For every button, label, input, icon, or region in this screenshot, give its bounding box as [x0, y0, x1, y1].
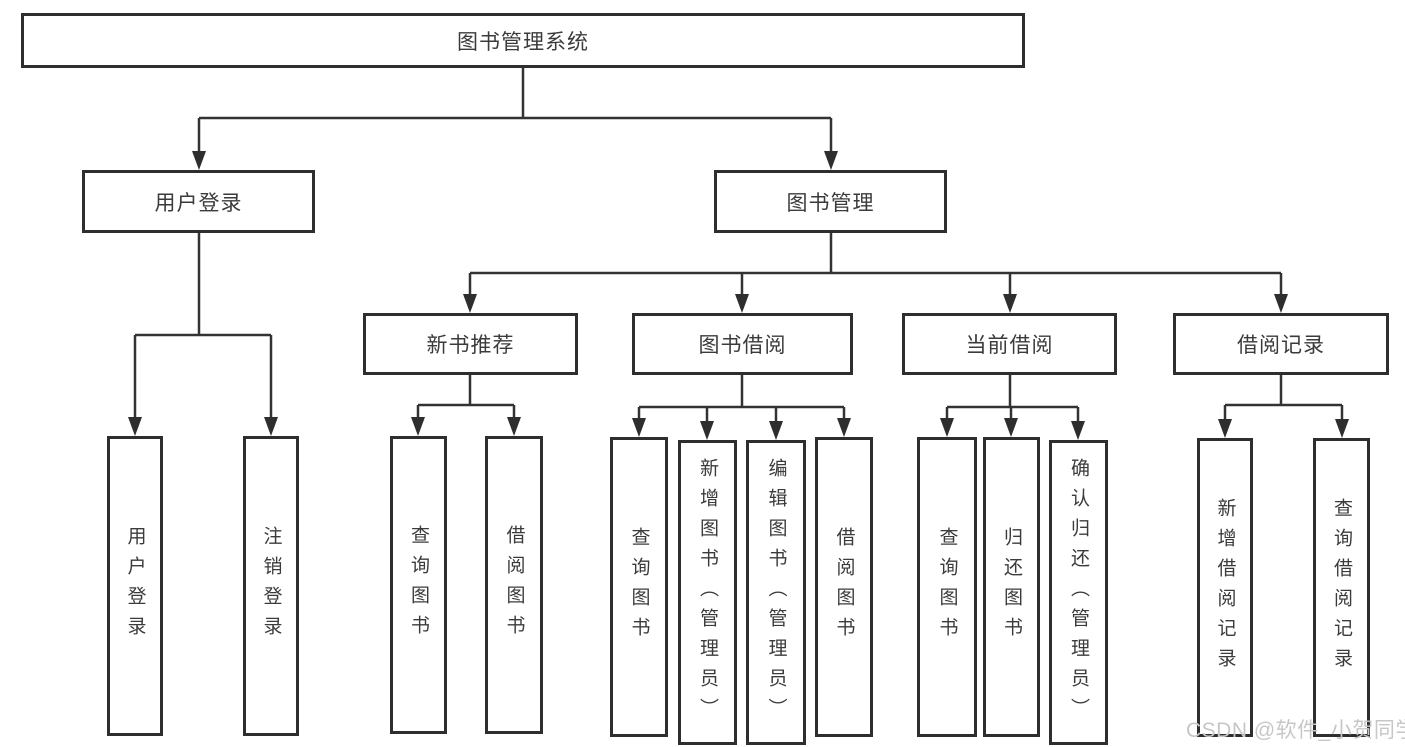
leaf-rec-add-record: 新增借阅记录: [1197, 438, 1253, 737]
connector-book-borrow-to-leaves: [637, 374, 846, 424]
connector-current-borrow-to-leaves: [945, 374, 1080, 424]
node-book-management-label: 图书管理: [786, 191, 875, 215]
node-root: 图书管理系统: [21, 13, 1025, 68]
leaf-cb-query-books-label: 查询图书: [936, 527, 958, 647]
arrow-down-icon: [1218, 419, 1232, 438]
leaf-nb-query-books-label: 查询图书: [408, 525, 429, 645]
node-book-management: 图书管理: [714, 170, 947, 233]
leaf-bb-add-books-admin-label: 新增图书（管理员）: [697, 457, 718, 728]
node-current-borrow: 当前借阅: [902, 313, 1117, 375]
arrow-down-icon: [1004, 418, 1018, 437]
arrow-down-icon: [192, 151, 206, 170]
arrow-down-icon: [264, 417, 278, 436]
leaf-rec-query-record: 查询借阅记录: [1313, 438, 1370, 737]
arrow-down-icon: [1003, 294, 1017, 313]
arrow-down-icon: [940, 418, 954, 437]
arrow-down-icon: [411, 417, 425, 436]
leaf-user-login-label: 用户登录: [124, 526, 146, 646]
arrow-down-icon: [837, 418, 851, 437]
node-borrow-records-label: 借阅记录: [1237, 334, 1325, 357]
node-book-borrow-label: 图书借阅: [698, 334, 787, 357]
arrow-down-icon: [1335, 419, 1349, 438]
node-current-borrow-label: 当前借阅: [965, 334, 1054, 357]
leaf-rec-query-record-label: 查询借阅记录: [1331, 497, 1352, 678]
arrow-down-icon: [735, 294, 749, 313]
connector-root-to-level2: [197, 66, 833, 154]
leaf-bb-edit-books-admin: 编辑图书（管理员）: [746, 440, 806, 745]
arrow-down-icon: [507, 417, 521, 436]
leaf-logout: 注销登录: [243, 436, 299, 736]
node-user-login-label: 用户登录: [154, 191, 243, 215]
connector-records-to-leaves: [1223, 374, 1344, 422]
watermark: CSDN @软件_小贺同学: [1186, 719, 1405, 742]
node-borrow-records: 借阅记录: [1173, 313, 1389, 375]
node-book-borrow: 图书借阅: [632, 313, 853, 375]
leaf-cb-return-books: 归还图书: [983, 437, 1040, 737]
leaf-user-login: 用户登录: [107, 436, 163, 736]
leaf-bb-query-books: 查询图书: [610, 437, 668, 737]
leaf-bb-borrow-books-label: 借阅图书: [833, 527, 855, 647]
node-user-login: 用户登录: [82, 170, 315, 233]
leaf-cb-confirm-return-admin-label: 确认归还（管理员）: [1068, 457, 1089, 728]
arrow-down-icon: [463, 294, 477, 313]
leaf-bb-borrow-books: 借阅图书: [815, 437, 873, 737]
leaf-rec-add-record-label: 新增借阅记录: [1214, 497, 1236, 678]
node-new-book-recommend-label: 新书推荐: [426, 334, 515, 357]
connector-new-books-to-leaves: [416, 374, 516, 420]
connector-user-login-to-leaves: [133, 232, 273, 420]
arrow-down-icon: [1274, 294, 1288, 313]
leaf-nb-borrow-books: 借阅图书: [485, 436, 543, 734]
leaf-cb-query-books: 查询图书: [917, 437, 977, 737]
connector-book-mgmt-to-level3: [468, 232, 1283, 297]
leaf-bb-query-books-label: 查询图书: [628, 527, 650, 647]
arrow-down-icon: [1071, 421, 1085, 440]
node-new-book-recommend: 新书推荐: [363, 313, 578, 375]
leaf-nb-query-books: 查询图书: [390, 436, 447, 734]
leaf-nb-borrow-books-label: 借阅图书: [503, 525, 525, 645]
arrow-down-icon: [769, 421, 783, 440]
arrow-down-icon: [128, 417, 142, 436]
node-root-label: 图书管理系统: [457, 30, 589, 54]
leaf-cb-confirm-return-admin: 确认归还（管理员）: [1049, 440, 1108, 745]
leaf-cb-return-books-label: 归还图书: [1001, 527, 1022, 647]
leaf-logout-label: 注销登录: [260, 526, 282, 646]
arrow-down-icon: [632, 418, 646, 437]
leaf-bb-edit-books-admin-label: 编辑图书（管理员）: [765, 457, 787, 728]
arrow-down-icon: [700, 421, 714, 440]
leaf-bb-add-books-admin: 新增图书（管理员）: [678, 440, 737, 745]
arrow-down-icon: [824, 151, 838, 170]
